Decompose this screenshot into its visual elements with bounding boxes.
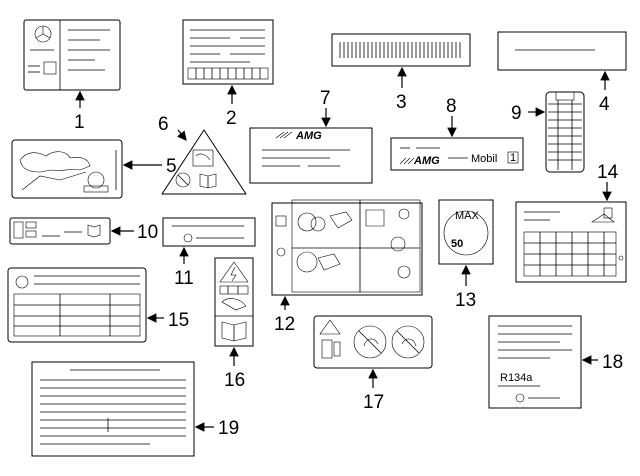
label-14: [515, 201, 627, 283]
label-10: [9, 217, 111, 245]
callout-12: 12: [274, 314, 295, 335]
callout-15: 15: [168, 310, 189, 331]
label-5: [11, 139, 123, 199]
part-9: [545, 91, 585, 173]
callout-numbers: 1 2 3 4 5 6 7 8 9 10 11 12 13 14 15 16 1…: [74, 88, 623, 439]
mercedes-star-icon: [34, 25, 52, 43]
callout-18: 18: [602, 352, 623, 373]
label-11: [162, 217, 256, 247]
callout-6: 6: [158, 114, 169, 135]
callout-8: 8: [446, 96, 457, 117]
label-8: AMG Mobil 1: [390, 137, 524, 171]
label-7: AMG: [249, 127, 373, 184]
label-6: [161, 129, 247, 195]
callout-1: 1: [74, 112, 85, 133]
mobil-box-text: 1: [510, 152, 516, 164]
mobil-text: Mobil: [471, 153, 497, 165]
callout-13: 13: [455, 290, 476, 311]
amg-text: AMG: [295, 130, 322, 142]
callout-10: 10: [137, 222, 158, 243]
callout-17: 17: [363, 392, 384, 413]
book-icon: [199, 173, 217, 189]
callout-5: 5: [166, 156, 177, 177]
electric-warning-icon: [219, 261, 249, 283]
refrigerant-text: R134a: [500, 372, 533, 384]
label-15: [7, 267, 147, 343]
label-19: [31, 361, 195, 457]
label-2: [182, 19, 274, 85]
callout-11: 11: [174, 268, 194, 289]
label-13: MAX 50: [438, 199, 494, 265]
max-text: MAX: [455, 210, 480, 222]
speed-text: 50: [451, 238, 463, 250]
car-icon: [591, 207, 615, 223]
label-4: [497, 31, 627, 71]
amg-small-text: AMG: [413, 155, 440, 167]
callout-3: 3: [396, 92, 407, 113]
callout-16: 16: [224, 370, 245, 391]
label-12: [271, 199, 423, 296]
no-entry-icon: [175, 172, 191, 188]
callout-2: 2: [226, 108, 237, 129]
callout-4: 4: [599, 94, 610, 115]
label-17: [313, 315, 433, 369]
callout-14: 14: [597, 162, 619, 183]
callout-7: 7: [320, 88, 331, 109]
callout-19: 19: [218, 418, 239, 439]
speed-limit-icon: MAX 50: [443, 210, 489, 256]
label-16: [214, 257, 254, 347]
callout-arrows: [75, 66, 612, 432]
callout-9: 9: [511, 103, 522, 124]
warning-triangle-icon: [319, 319, 341, 335]
label-1: [23, 19, 121, 91]
label-18: R134a: [488, 315, 582, 409]
label-3: [331, 33, 471, 67]
